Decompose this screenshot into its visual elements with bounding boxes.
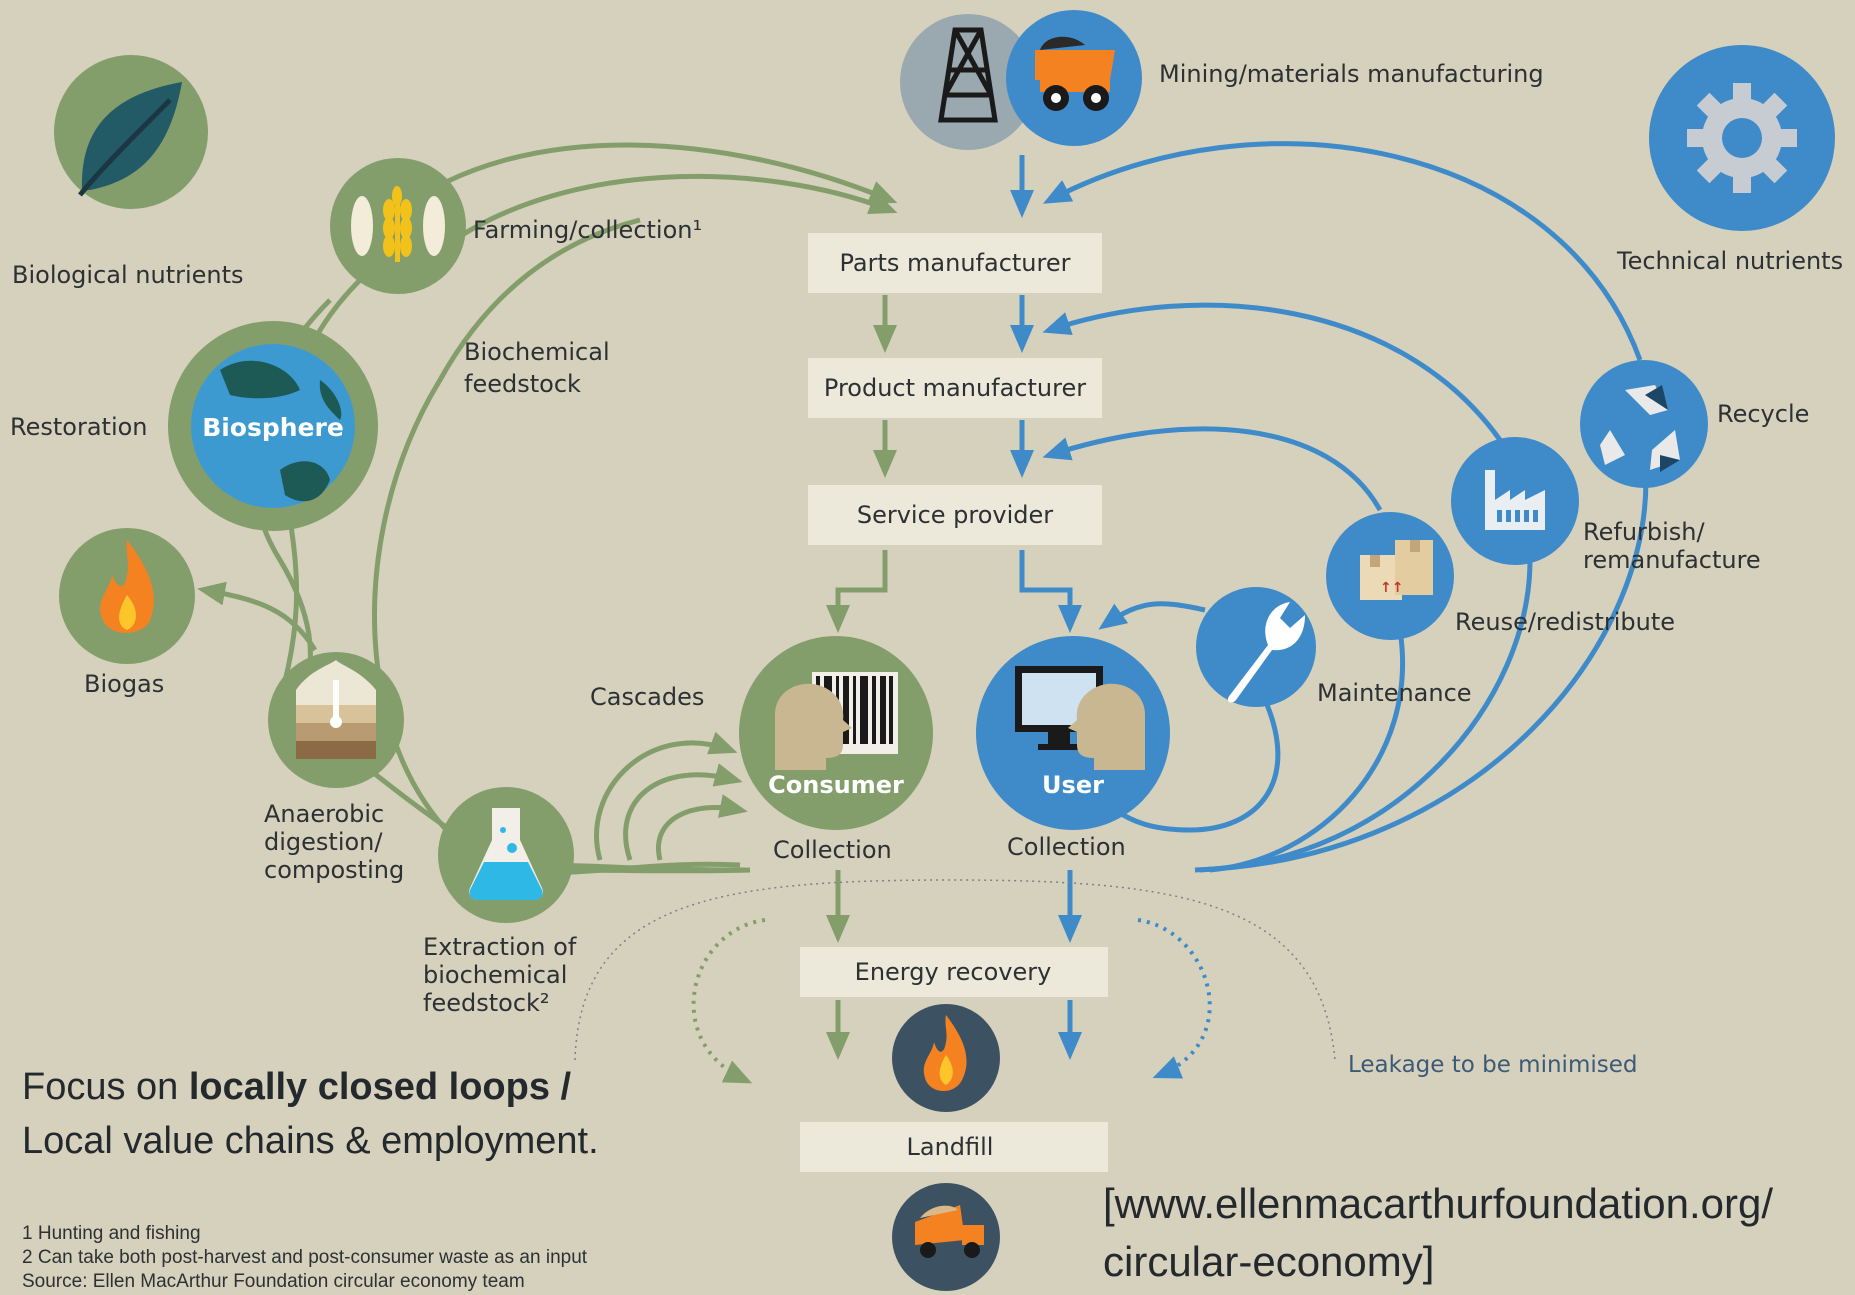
- label-anaerobic-1: Anaerobic: [264, 800, 384, 828]
- user-node: User: [976, 636, 1170, 830]
- label-reuse: Reuse/redistribute: [1455, 608, 1675, 636]
- factory-icon: [1485, 470, 1545, 530]
- label-extraction-2: biochemical: [423, 961, 567, 989]
- label-anaerobic-3: composting: [264, 856, 404, 884]
- gear-node: [1649, 45, 1835, 231]
- recycle-node: [1580, 360, 1708, 488]
- label-maintenance: Maintenance: [1317, 679, 1472, 707]
- gear-icon: [1687, 83, 1797, 193]
- boxes-icon: ↑↑: [1360, 540, 1433, 600]
- label-refurbish-1: Refurbish/: [1583, 518, 1706, 546]
- source-link: [www.ellenmacarthurfoundation.org/ circu…: [1103, 1175, 1773, 1291]
- footnote-source: Source: Ellen MacArthur Foundation circu…: [22, 1271, 525, 1292]
- dump-truck-icon: [915, 1205, 984, 1258]
- label-consumer: Consumer: [768, 771, 904, 799]
- anaerobic-node: [268, 652, 404, 788]
- source-link-line1: [www.ellenmacarthurfoundation.org/: [1103, 1180, 1774, 1227]
- label-recycle: Recycle: [1717, 400, 1809, 428]
- label-farming: Farming/collection¹: [473, 216, 702, 244]
- reuse-node: ↑↑: [1326, 512, 1454, 640]
- box-service-provider: Service provider: [857, 501, 1053, 529]
- label-restoration: Restoration: [10, 413, 148, 441]
- label-extraction-1: Extraction of: [423, 933, 577, 961]
- svg-text:↑↑: ↑↑: [1380, 580, 1403, 596]
- box-energy-recovery: Energy recovery: [855, 958, 1052, 986]
- label-collection-bio: Collection: [773, 836, 892, 864]
- label-cascades: Cascades: [590, 683, 704, 711]
- focus-prefix: Focus on: [22, 1066, 189, 1108]
- label-mining: Mining/materials manufacturing: [1159, 60, 1544, 88]
- dump-truck-node: [892, 1183, 1000, 1291]
- label-technical-nutrients: Technical nutrients: [1616, 247, 1843, 275]
- wrench-icon: [1227, 602, 1305, 703]
- soil-layers-icon: [296, 660, 376, 759]
- refurbish-node: [1451, 437, 1579, 565]
- label-leakage: Leakage to be minimised: [1348, 1052, 1637, 1078]
- source-link-line2: circular-economy]: [1103, 1238, 1435, 1285]
- flame-icon-energy: [923, 1015, 967, 1092]
- biogas-node: [59, 528, 195, 664]
- focus-bold: locally closed loops /: [188, 1066, 572, 1108]
- label-extraction-3: feedstock²: [423, 989, 550, 1017]
- footnote-1: 1 Hunting and fishing: [22, 1223, 201, 1244]
- box-parts-manufacturer: Parts manufacturer: [840, 249, 1071, 277]
- label-biochemical-feedstock-2: feedstock: [464, 370, 581, 398]
- mining-node: [900, 10, 1142, 150]
- leaf-node: [54, 55, 208, 209]
- footnotes: 1 Hunting and fishing 2 Can take both po…: [22, 1222, 587, 1294]
- flame-icon: [100, 540, 154, 633]
- leakage-lines: [574, 879, 1336, 1084]
- consumer-node: Consumer: [739, 636, 933, 830]
- oil-derrick-icon: [938, 27, 998, 123]
- farming-node: [330, 158, 466, 294]
- focus-line2: Local value chains & employment.: [22, 1120, 599, 1162]
- maintenance-node: [1196, 587, 1316, 707]
- label-refurbish-2: remanufacture: [1583, 546, 1761, 574]
- biosphere-node: Biosphere: [168, 321, 378, 531]
- label-biological-nutrients: Biological nutrients: [12, 261, 244, 289]
- label-biogas: Biogas: [84, 670, 164, 698]
- label-collection-tech: Collection: [1007, 833, 1126, 861]
- box-landfill: Landfill: [907, 1133, 994, 1161]
- label-biochemical-feedstock-1: Biochemical: [464, 338, 610, 366]
- footnote-2: 2 Can take both post-harvest and post-co…: [22, 1247, 588, 1268]
- label-user: User: [1042, 771, 1104, 799]
- extraction-node: [438, 787, 574, 923]
- energy-flame-node: [892, 1004, 1000, 1112]
- box-product-manufacturer: Product manufacturer: [824, 374, 1086, 402]
- mining-truck-icon: [1035, 36, 1115, 111]
- technical-flows: [1010, 141, 1649, 1060]
- label-biosphere: Biosphere: [202, 413, 344, 442]
- process-boxes: Parts manufacturer Product manufacturer …: [800, 233, 1108, 1172]
- wheat-fish-icon: [351, 196, 445, 256]
- biological-flows: [197, 142, 898, 1060]
- focus-statement: Focus on locally closed loops / Local va…: [22, 1060, 599, 1168]
- label-anaerobic-2: digestion/: [264, 828, 383, 856]
- flask-icon: [469, 808, 543, 900]
